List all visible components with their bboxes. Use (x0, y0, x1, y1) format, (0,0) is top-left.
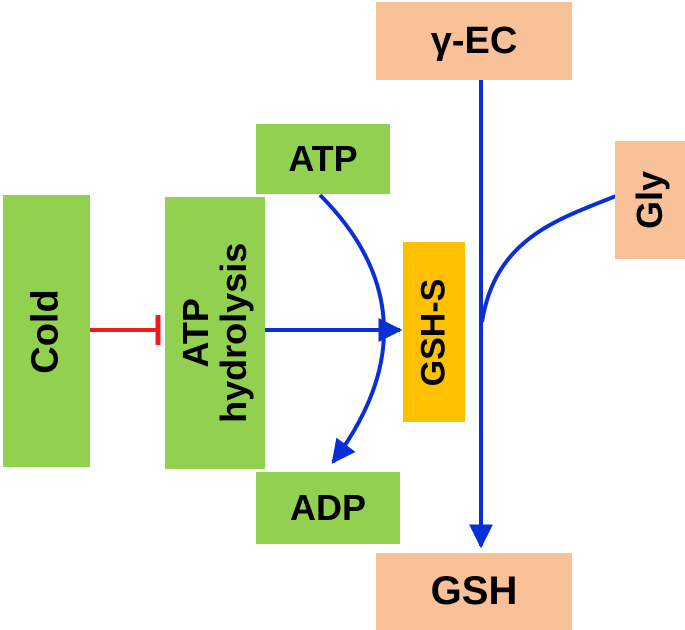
atp-box: ATP (256, 124, 390, 194)
gly-box: Gly (615, 141, 685, 259)
gly-label: Gly (629, 170, 670, 230)
cold-label: Cold (25, 288, 67, 374)
atp-hydrolysis-line-1: ATP (175, 298, 217, 368)
adp-label: ADP (289, 487, 366, 528)
atp-label: ATP (288, 138, 358, 179)
gsh-box: GSH (376, 553, 572, 630)
gly-to-main-line-curve (480, 194, 617, 323)
atp-hydrolysis-box: ATP hydrolysis (165, 197, 265, 469)
adp-box: ADP (256, 472, 400, 544)
cold-box: Cold (3, 195, 90, 467)
gamma-ec-box: γ-EC (376, 2, 572, 80)
gamma-ec-label: γ-EC (430, 19, 518, 62)
gsh-s-label: GSH-S (414, 278, 453, 386)
gsh-label: GSH (430, 569, 518, 613)
atp-hydrolysis-line-2: hydrolysis (213, 242, 255, 424)
gsh-s-box: GSH-S (403, 242, 465, 422)
atp-hydrolysis-label: ATP hydrolysis (175, 242, 255, 424)
